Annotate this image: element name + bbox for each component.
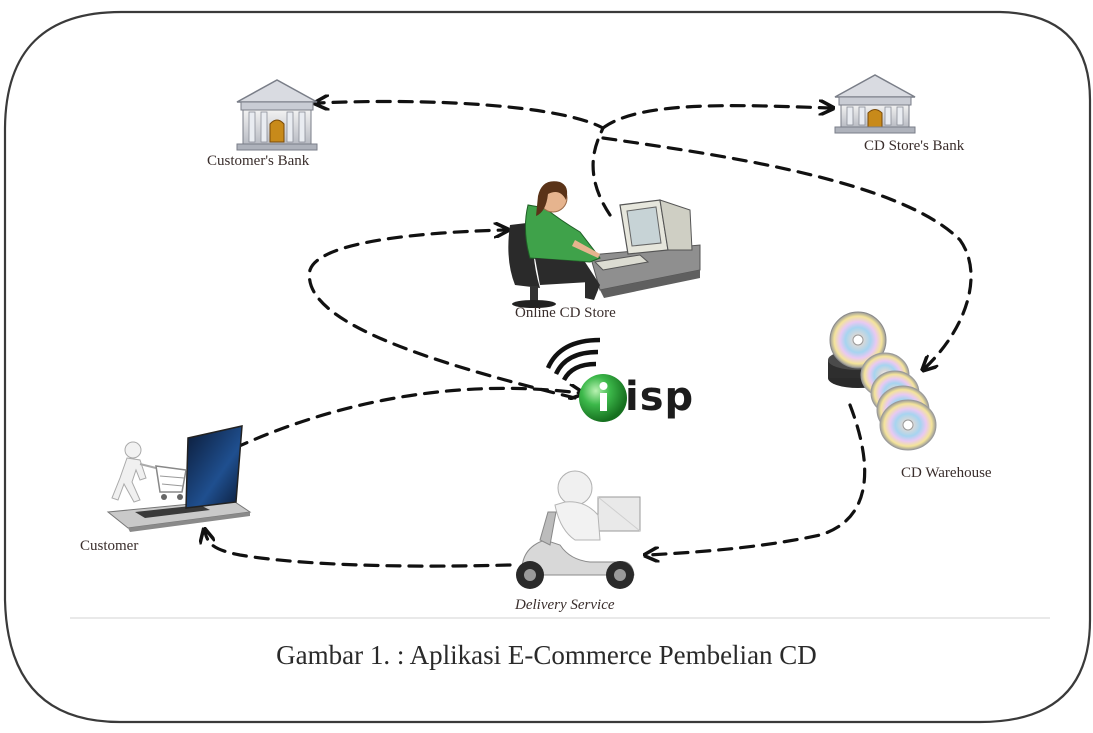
cd-stack-icon [828,311,937,451]
figure-caption: Gambar 1. : Aplikasi E-Commerce Pembelia… [276,640,817,670]
cd-warehouse-label: CD Warehouse [901,465,992,481]
edge-store-to-customers-bank [318,101,612,217]
scooter-courier-icon [516,470,641,589]
edge-delivery-to-customer [205,532,512,568]
edge-isp-to-store [307,230,577,400]
customer-label: Customer [80,538,139,554]
cd-store-bank-label: CD Store's Bank [864,138,965,154]
edge-store-to-cd-store-bank [601,106,830,130]
online-cd-store-label: Online CD Store [515,305,616,321]
laptop-shopping-cart-icon [106,425,252,532]
person-at-computer-icon [508,181,701,308]
delivery-service-label: Delivery Service [515,597,615,613]
cd-store-bank-icon [834,74,916,134]
customers-bank-icon [236,79,318,151]
customers-bank-label: Customer's Bank [207,153,310,169]
isp-label: isp [625,374,694,420]
edge-customer-to-isp [233,388,580,450]
edge-store-to-warehouse [601,136,973,368]
edge-warehouse-to-delivery [648,403,867,555]
isp-globe-icon [545,337,627,422]
